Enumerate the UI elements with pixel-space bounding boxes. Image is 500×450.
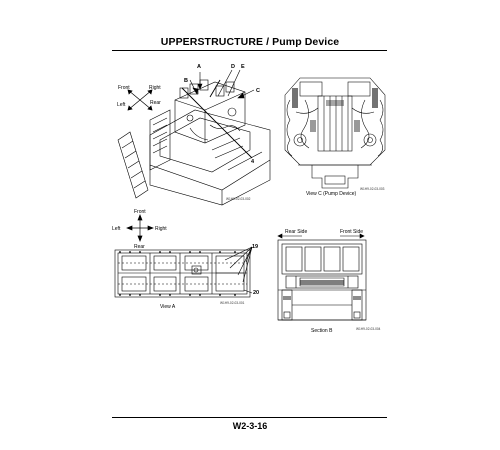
section-b-caption: Section B (311, 328, 333, 334)
callout-20: 20 (253, 290, 259, 296)
pump-device-drawing (284, 77, 386, 189)
pump-dense-shading (292, 88, 378, 132)
compass-top-left (127, 89, 153, 111)
section-b-drawing (277, 239, 367, 321)
callout-a: A (197, 64, 201, 70)
compass-right-label-2: Right (155, 226, 167, 232)
callout-19: 19 (252, 244, 258, 250)
rear-side-label: Rear Side (285, 229, 307, 235)
section-b-code: W1H9-02-03-004 (356, 327, 381, 331)
section-b-arrows (277, 233, 365, 239)
callout-d: D (231, 64, 235, 70)
footer-rule (112, 417, 387, 418)
compass-left-label: Left (117, 102, 126, 108)
view-c-code: W1H9-02-03-003 (360, 187, 385, 191)
view-a-caption: View A (160, 304, 176, 310)
view-c-caption: View C (Pump Device) (306, 191, 357, 197)
callout-lines-19 (224, 246, 253, 294)
callout-4: 4 (251, 159, 255, 165)
compass-front-label: Front (118, 85, 130, 91)
figure-code: W1H9-02-03-002 (226, 197, 251, 201)
page-number: W2-3-16 (232, 421, 268, 431)
callout-b: B (184, 78, 188, 84)
compass-rear-label: Rear (150, 100, 161, 106)
compass-front-label-2: Front (134, 209, 146, 215)
callout-e: E (241, 64, 245, 70)
header-rule (112, 50, 387, 51)
machine-frame (117, 79, 271, 206)
view-a-code: W1H9-02-03-001 (220, 301, 245, 305)
plan-bolts (119, 251, 236, 296)
callout-lines-top-left (181, 69, 255, 159)
callout-c: C (256, 88, 260, 94)
plan-outline (114, 249, 251, 298)
compass-right-label: Right (149, 85, 161, 91)
page-title: UPPERSTRUCTURE / Pump Device (160, 36, 340, 48)
section-b-shading (283, 280, 361, 300)
compass-left-label-2: Left (112, 226, 121, 232)
front-side-label: Front Side (340, 229, 363, 235)
compass-rear-label-2: Rear (134, 244, 145, 250)
compass-bottom-left (126, 214, 154, 242)
